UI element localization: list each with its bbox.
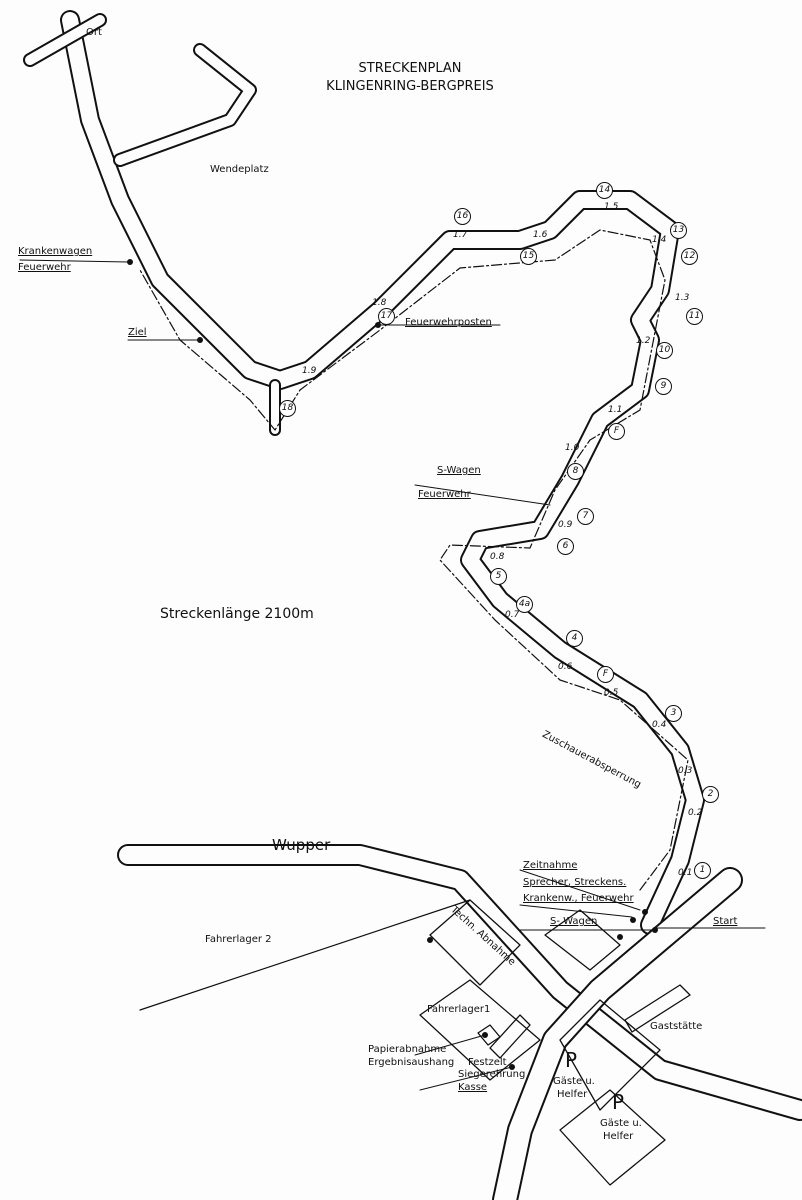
km-mark: 1.0 (565, 443, 580, 453)
label-s-wagen-mid: S-Wagen (437, 465, 481, 476)
label-papierabnahme: Papierabnahme (368, 1044, 447, 1055)
marker: F (608, 423, 625, 440)
marker: 9 (655, 378, 672, 395)
label-sprecher: Sprecher, Streckens. (523, 877, 627, 888)
km-mark: 0.1 (678, 868, 693, 878)
parking-p1-text1: Gäste u. (553, 1076, 595, 1087)
marker: 8 (567, 463, 584, 480)
label-kasse: Kasse (458, 1082, 488, 1093)
marker: 12 (681, 248, 698, 265)
km-mark: 0.8 (490, 552, 505, 562)
label-feuerwehr-mid: Feuerwehr (418, 489, 471, 500)
km-mark: 1.6 (533, 230, 548, 240)
km-mark: 0.2 (688, 808, 703, 818)
marker: 16 (454, 208, 471, 225)
marker: 6 (557, 538, 574, 555)
track-road (60, 10, 705, 935)
marker: F (597, 666, 614, 683)
track-length: Streckenlänge 2100m (160, 606, 314, 622)
label-s-wagen-start: S- Wagen (550, 916, 598, 927)
marker: 10 (656, 342, 673, 359)
parking-p2-text1: Gäste u. (600, 1118, 642, 1129)
marker: 11 (686, 308, 703, 325)
label-zeitnahme: Zeitnahme (523, 860, 578, 871)
marker: 3 (665, 705, 682, 722)
parking-p2: P (612, 1090, 625, 1114)
parking-p1-text2: Helfer (557, 1089, 588, 1100)
marker: 5 (490, 568, 507, 585)
map-title-line2: KLINGENRING-BERGPREIS (326, 79, 494, 94)
parking-p2-text2: Helfer (603, 1131, 634, 1142)
km-mark: 0.7 (505, 610, 520, 620)
map-title-line1: STRECKENPLAN (358, 61, 462, 76)
label-siegerehrung: Siegerehrung (458, 1069, 526, 1080)
marker: 17 (378, 308, 395, 325)
label-festzelt: Festzelt (468, 1057, 507, 1068)
km-mark: 0.9 (558, 520, 573, 530)
label-feuerwehrposten: Feuerwehrposten (405, 317, 492, 328)
marker: 4a (516, 596, 533, 613)
km-mark: 1.4 (652, 235, 667, 245)
km-mark: 0.3 (678, 766, 693, 776)
marker: 7 (577, 508, 594, 525)
label-start: Start (713, 916, 738, 927)
label-fahrerlager-1: Fahrerlager1 (427, 1004, 491, 1015)
marker: 18 (279, 400, 296, 417)
km-mark: 1.7 (453, 230, 468, 240)
marker: 4 (566, 630, 583, 647)
parking-p1: P (565, 1048, 578, 1072)
label-wupper: Wupper (272, 836, 331, 854)
label-wendeplatz: Wendeplatz (210, 164, 269, 175)
marker: 1 (694, 862, 711, 879)
label-gaststaette: Gaststätte (650, 1021, 703, 1032)
marker: 2 (702, 786, 719, 803)
marker: 15 (520, 248, 537, 265)
km-mark: 1.2 (636, 336, 651, 346)
label-krankenwagen: Krankenwagen (18, 246, 93, 257)
label-ziel: Ziel (128, 327, 147, 338)
km-mark: 0.4 (652, 720, 667, 730)
label-feuerwehr-top: Feuerwehr (18, 262, 71, 273)
label-ort: Ort (86, 27, 102, 38)
km-mark: 1.8 (372, 298, 387, 308)
label-fahrerlager-2: Fahrerlager 2 (205, 934, 272, 945)
marker: 13 (670, 222, 687, 239)
km-mark: 1.9 (302, 366, 317, 376)
km-mark: 0.6 (558, 662, 573, 672)
label-ergebnisaushang: Ergebnisaushang (368, 1057, 455, 1068)
label-krankenw: Krankenw., Feuerwehr (523, 893, 634, 904)
km-mark: 1.1 (608, 405, 623, 415)
km-mark: 1.5 (604, 202, 619, 212)
km-mark: 0.5 (604, 688, 619, 698)
marker: 14 (596, 182, 613, 199)
km-mark: 1.3 (675, 293, 690, 303)
